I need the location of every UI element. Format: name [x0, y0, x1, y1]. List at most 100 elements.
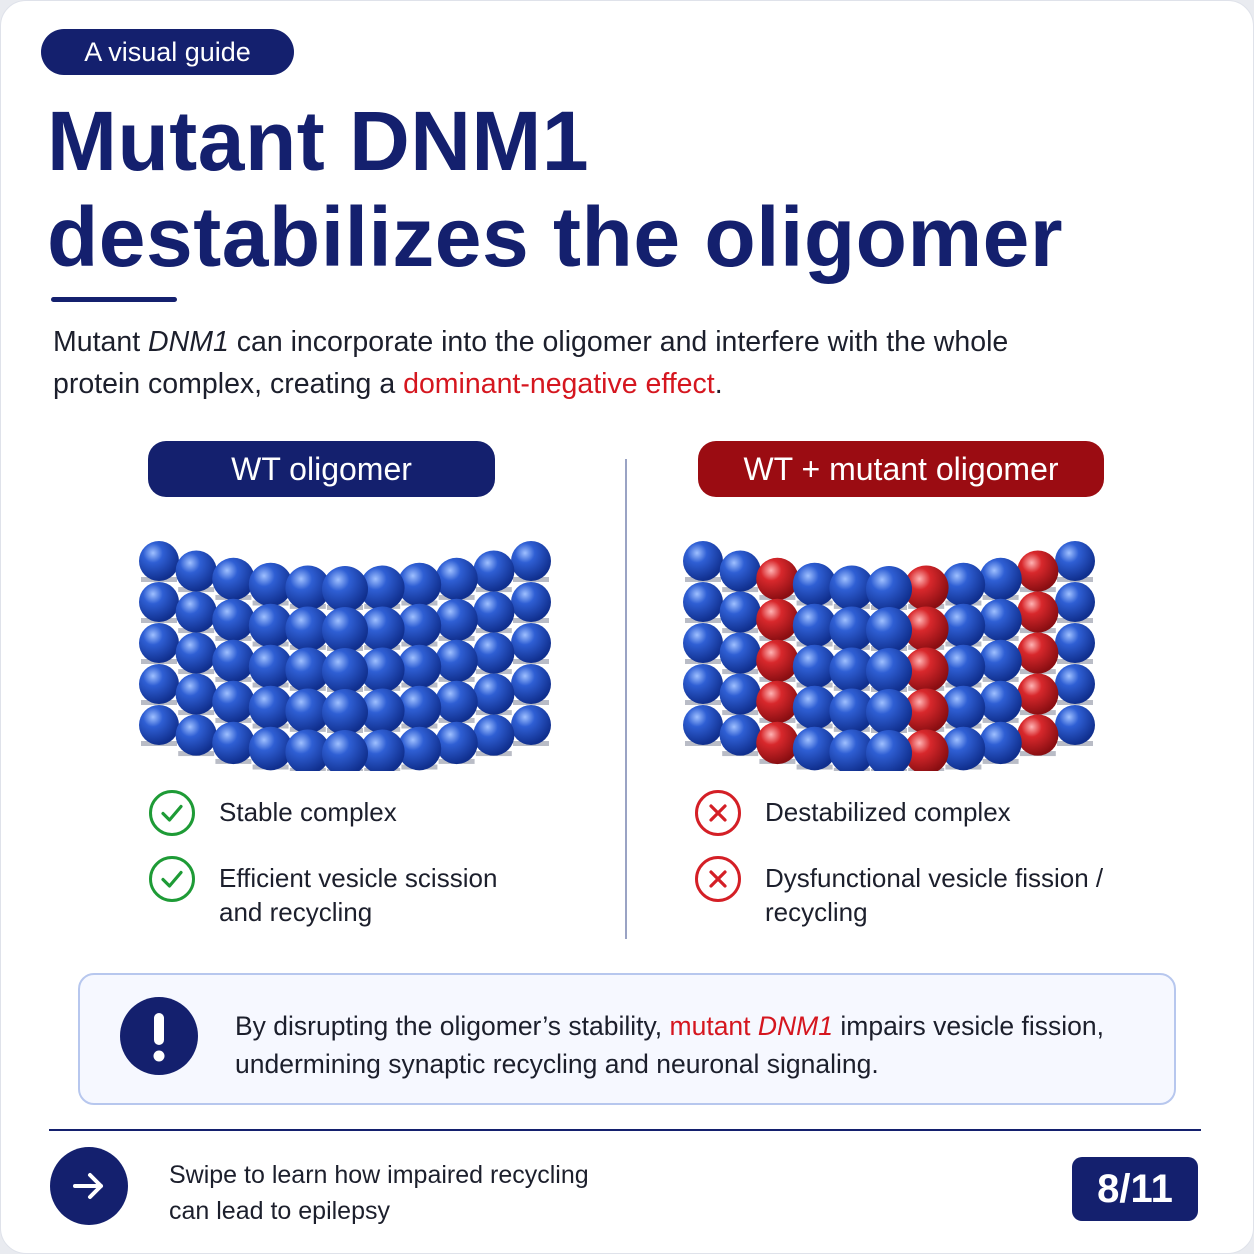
wt-subunit — [248, 603, 293, 648]
mutant-status-item-1: Destabilized complex — [695, 790, 1011, 836]
mutant-status-text-1: Destabilized complex — [765, 797, 1011, 827]
wt-subunit — [359, 688, 405, 734]
wt-subunit — [285, 606, 331, 652]
wt-subunit — [1055, 664, 1095, 704]
page-indicator: 8/11 — [1072, 1157, 1198, 1221]
footer-divider — [49, 1129, 1201, 1131]
title-underline — [51, 297, 177, 302]
wt-subunit — [1055, 582, 1095, 622]
wt-subunit — [175, 632, 217, 674]
note-highlight: mutant — [669, 1011, 758, 1041]
wt-subunit — [397, 726, 442, 771]
wt-subunit — [941, 685, 986, 730]
intro-gene: DNM1 — [148, 326, 229, 358]
wt-subunit — [941, 603, 986, 648]
intro-paragraph: Mutant DNM1 can incorporate into the oli… — [53, 321, 1053, 405]
wt-subunit — [792, 726, 837, 771]
wt-subunit — [511, 541, 551, 581]
wt-subunit — [248, 685, 293, 730]
note-text-1: By disrupting the oligomer’s stability, — [235, 1011, 670, 1041]
mutant-status-text-2: Dysfunctional vesicle fission / recyclin… — [765, 863, 1104, 927]
mutant-subunit — [1017, 673, 1059, 715]
wt-subunit — [397, 644, 442, 689]
wt-subunit — [979, 557, 1022, 601]
wt-subunit — [175, 673, 217, 715]
wt-subunit — [719, 591, 761, 633]
intro-highlight: dominant-negative effect — [403, 368, 715, 400]
wt-subunit — [248, 726, 293, 771]
wt-subunit — [683, 705, 723, 745]
wt-subunit — [435, 598, 478, 642]
mutant-subunit — [756, 598, 799, 642]
mutant-subunit — [756, 721, 799, 765]
wt-subunit — [511, 582, 551, 622]
wt-subunit — [829, 565, 875, 611]
title-line-2: destabilizes the oligomer — [47, 190, 1064, 284]
wt-subunit — [511, 623, 551, 663]
wt-subunit — [829, 688, 875, 734]
wt-subunit — [866, 689, 912, 735]
wt-status-text-2: Efficient vesicle scission and recycling — [219, 863, 498, 927]
wt-subunit — [866, 730, 912, 771]
check-circle-icon — [149, 790, 195, 836]
wt-subunit — [322, 730, 368, 771]
x-circle-icon — [695, 856, 741, 902]
mutant-subunit — [1017, 632, 1059, 674]
title-line-1: Mutant DNM1 — [47, 94, 590, 188]
guide-tag: A visual guide — [41, 29, 294, 75]
wt-subunit — [322, 607, 368, 653]
next-slide-button[interactable] — [50, 1147, 128, 1225]
wt-subunit — [435, 557, 478, 601]
wt-oligomer-label: WT oligomer — [148, 441, 495, 497]
wt-subunit — [359, 647, 405, 693]
wt-subunit — [322, 689, 368, 735]
wt-subunit — [1055, 541, 1095, 581]
wt-subunit — [473, 632, 515, 674]
wt-subunit — [473, 591, 515, 633]
wt-subunit — [212, 557, 255, 601]
wt-subunit — [397, 603, 442, 648]
mutant-subunit — [903, 729, 949, 771]
wt-subunit — [511, 705, 551, 745]
wt-subunit — [941, 726, 986, 771]
wt-subunit — [435, 639, 478, 683]
wt-subunit — [719, 632, 761, 674]
wt-subunit — [511, 664, 551, 704]
mutant-subunit — [756, 557, 799, 601]
wt-subunit — [285, 647, 331, 693]
check-circle-icon — [149, 856, 195, 902]
wt-subunit — [979, 598, 1022, 642]
mutant-subunit — [756, 639, 799, 683]
wt-subunit — [322, 566, 368, 612]
wt-subunit — [359, 565, 405, 611]
mutant-subunit — [1017, 550, 1059, 592]
wt-subunit — [435, 721, 478, 765]
wt-subunit — [139, 705, 179, 745]
wt-subunit — [683, 623, 723, 663]
intro-text-3: . — [714, 368, 723, 400]
wt-oligomer-illustration — [139, 541, 551, 771]
key-note-text: By disrupting the oligomer’s stability, … — [235, 1007, 1155, 1083]
wt-subunit — [212, 598, 255, 642]
wt-subunit — [175, 550, 217, 592]
wt-subunit — [139, 541, 179, 581]
wt-subunit — [322, 648, 368, 694]
note-text-2: impairs vesicle fission, undermining syn… — [235, 1011, 1104, 1079]
wt-subunit — [941, 644, 986, 689]
key-note-box: By disrupting the oligomer’s stability, … — [78, 973, 1176, 1105]
wt-subunit — [473, 673, 515, 715]
exclamation-icon — [120, 997, 198, 1075]
mutant-oligomer-label: WT + mutant oligomer — [698, 441, 1104, 497]
wt-subunit — [285, 729, 331, 771]
wt-subunit — [285, 688, 331, 734]
panel-divider — [625, 459, 627, 939]
wt-subunit — [212, 721, 255, 765]
note-gene: DNM1 — [757, 1011, 833, 1041]
wt-status-text-1: Stable complex — [219, 797, 397, 827]
wt-subunit — [866, 607, 912, 653]
wt-subunit — [248, 562, 293, 607]
wt-subunit — [397, 562, 442, 607]
wt-subunit — [435, 680, 478, 724]
wt-subunit — [683, 582, 723, 622]
wt-subunit — [139, 582, 179, 622]
